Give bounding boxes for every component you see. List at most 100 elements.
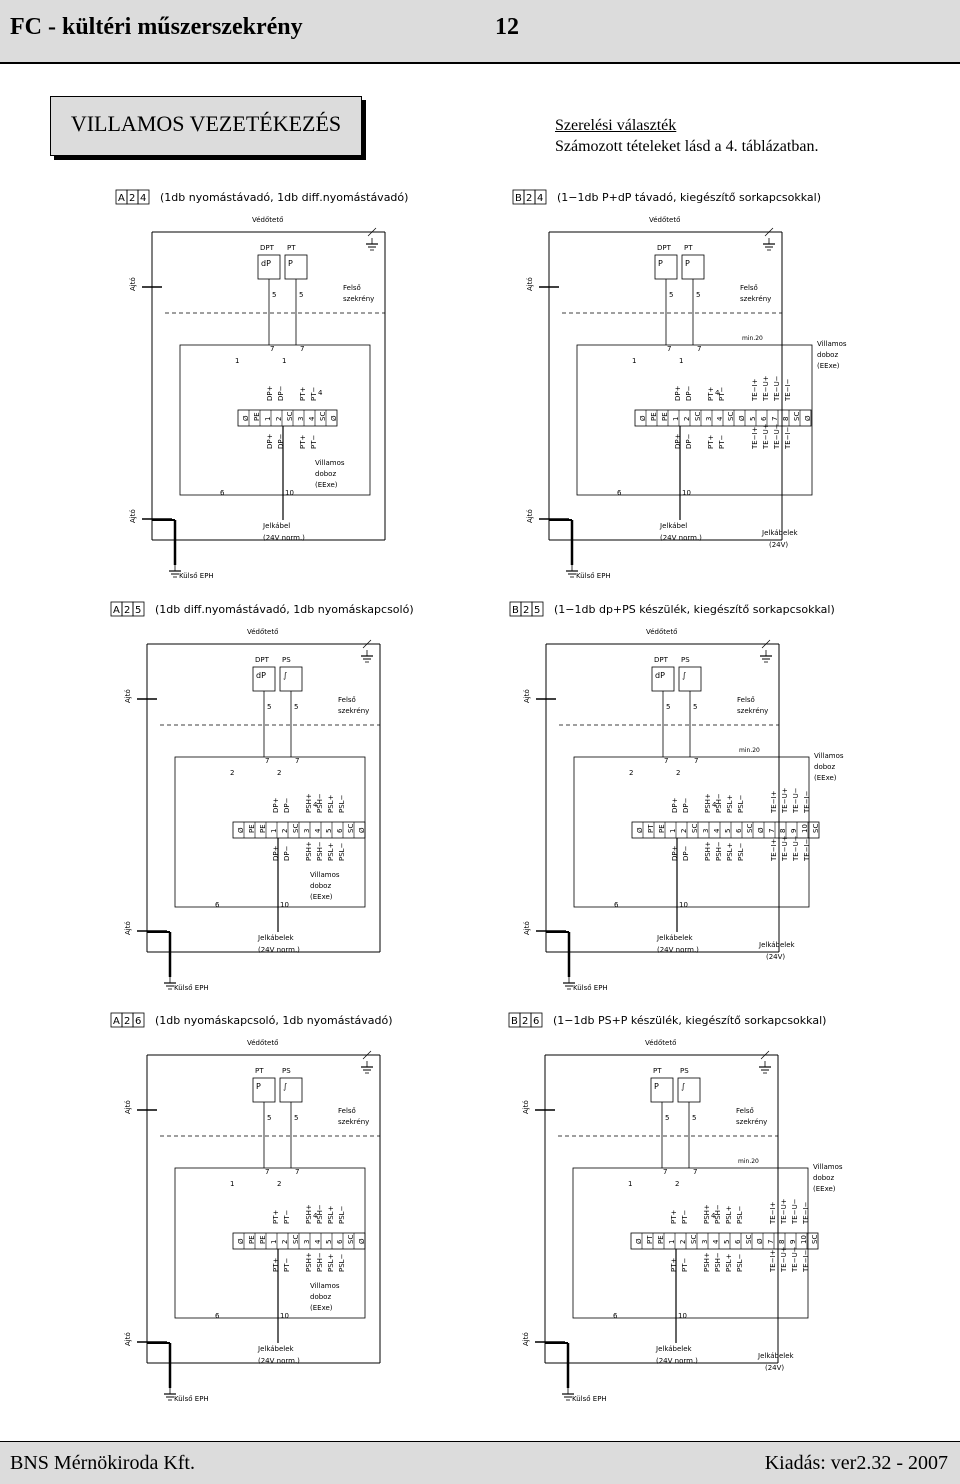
- terminal-label: 5: [723, 1240, 731, 1244]
- item-number: 5: [666, 703, 670, 711]
- terminal-label: 4: [716, 416, 724, 421]
- terminal-label: 6: [336, 1239, 344, 1244]
- wire-tag-top: DP−: [685, 385, 693, 401]
- junction-box-label: (EExe): [813, 1185, 836, 1193]
- wire-tag-bottom: PT+: [707, 435, 715, 449]
- terminal-label: 4: [713, 828, 721, 833]
- external-earth-label: Külső EPH: [573, 983, 608, 992]
- terminal-label: 9: [790, 829, 798, 833]
- instrument-symbol: P: [288, 259, 293, 268]
- junction-box-label: Villamos: [315, 459, 345, 467]
- item-number: 7: [295, 1168, 299, 1176]
- upper-cabinet-label: szekrény: [338, 1118, 369, 1126]
- item-number: 6: [220, 489, 225, 497]
- wire-tag-bottom: TE−I−: [784, 426, 792, 450]
- instrument-symbol: dP: [261, 259, 271, 268]
- external-earth-label: Külső EPH: [576, 571, 611, 580]
- wire-tag-bottom: PSL−: [737, 842, 745, 861]
- wire-tag-top: PSH+: [305, 793, 313, 813]
- diagram-title: (1−1db PS+P készülék, kiegészítő sorkapc…: [553, 1014, 826, 1027]
- terminal-label: PE: [657, 1235, 665, 1244]
- cable-label-ext: (24V): [769, 541, 788, 549]
- terminal-label: 4: [308, 416, 316, 421]
- cable-label: Jelkábel: [659, 522, 687, 530]
- junction-box-label: Villamos: [310, 871, 340, 879]
- instrument-symbol: P: [256, 1082, 261, 1091]
- terminal-label: SC: [690, 1235, 698, 1244]
- upper-cabinet-label: Felső: [736, 1106, 754, 1115]
- item-number: 5: [692, 1114, 696, 1122]
- item-number: 10: [280, 901, 289, 909]
- wire-tag-top: PSL+: [327, 794, 335, 813]
- wire-tag-bottom: TE−U−: [792, 835, 800, 862]
- document-title: FC - kültéri műszerszekrény: [10, 14, 303, 40]
- door-label: Ajtó: [129, 509, 137, 523]
- ground-terminal-slash: [362, 639, 372, 649]
- upper-cabinet-label: szekrény: [740, 295, 771, 303]
- code-box: [132, 1012, 145, 1028]
- item-number: 2: [277, 1180, 281, 1188]
- item-number: 10: [678, 1312, 687, 1320]
- terminal-label: Ø: [635, 1238, 643, 1244]
- ground-terminal-slash: [760, 1050, 770, 1060]
- ground-terminal-slash: [367, 227, 377, 237]
- wire-tag-bottom: DP+: [266, 433, 274, 449]
- wire-tag-top: PT−: [681, 1210, 689, 1224]
- page-number: 12: [495, 14, 519, 40]
- junction-box-label: (EExe): [814, 774, 837, 782]
- code-char: 4: [537, 193, 543, 204]
- wire-tag-bottom: PT−: [310, 435, 318, 449]
- upper-cabinet-label: szekrény: [338, 707, 369, 715]
- terminal-label: Ø: [756, 1238, 764, 1244]
- wire-tag-bottom: PSH+: [305, 1252, 313, 1272]
- code-box: [534, 189, 547, 205]
- junction-box-label: doboz: [315, 470, 336, 478]
- item-number: 7: [697, 345, 701, 353]
- wire-tag-top: PSL−: [338, 794, 346, 813]
- terminal-label: 6: [760, 416, 768, 421]
- terminal-label: 4: [314, 1239, 322, 1244]
- section-title-box: VILLAMOS VEZETÉKEZÉS: [50, 96, 362, 156]
- instrument-tag: DPT: [255, 656, 270, 664]
- section-title: VILLAMOS VEZETÉKEZÉS: [70, 111, 342, 136]
- item-number: 10: [285, 489, 294, 497]
- terminal-label: SC: [811, 1235, 819, 1244]
- terminal-block: [237, 409, 338, 427]
- terminal-label: PE: [259, 1235, 267, 1244]
- junction-box-label: (EExe): [315, 481, 338, 489]
- wire-tag-bottom: PSH+: [305, 841, 313, 861]
- wire-tag-bottom: PSH−: [316, 1252, 324, 1272]
- wire-tag-bottom: PSH−: [715, 841, 723, 861]
- wire-tag-top: PT−: [718, 387, 726, 401]
- terminal-label: 1: [669, 829, 677, 833]
- external-earth-label: Külső EPH: [179, 571, 214, 580]
- junction-box-label: Villamos: [814, 752, 844, 760]
- wire-tag-bottom: DP−: [682, 845, 690, 861]
- junction-box-label: doboz: [310, 882, 331, 890]
- instrument-symbol: P: [658, 259, 663, 268]
- wire-tag-bottom: TE−U−: [773, 423, 781, 450]
- wire-tag-top: TE−U+: [762, 375, 770, 402]
- wire-tag-top: TE−I−: [802, 1201, 810, 1225]
- terminal-label: SC: [793, 412, 801, 421]
- info-heading: Szerelési választék: [555, 117, 677, 134]
- info-note: Számozott tételeket lásd a 4. táblázatba…: [555, 138, 819, 155]
- item-number: 2: [230, 769, 234, 777]
- cable-label: Jelkábel: [262, 522, 290, 530]
- item-number: 7: [295, 757, 299, 765]
- door-label: Ajtó: [124, 1100, 132, 1114]
- item-number: 1: [679, 357, 683, 365]
- terminal-label: 5: [325, 829, 333, 833]
- door-label: Ajtó: [129, 277, 137, 291]
- code-char: 2: [523, 605, 529, 616]
- code-char: B: [512, 605, 519, 616]
- code-char: A: [118, 193, 125, 204]
- junction-box-label: (EExe): [310, 1304, 333, 1312]
- wire-tag-bottom: PSH+: [703, 1252, 711, 1272]
- code-char: 4: [140, 193, 146, 204]
- item-number: 7: [693, 1168, 697, 1176]
- item-number: 6: [613, 1312, 618, 1320]
- instrument-symbol: P: [685, 259, 690, 268]
